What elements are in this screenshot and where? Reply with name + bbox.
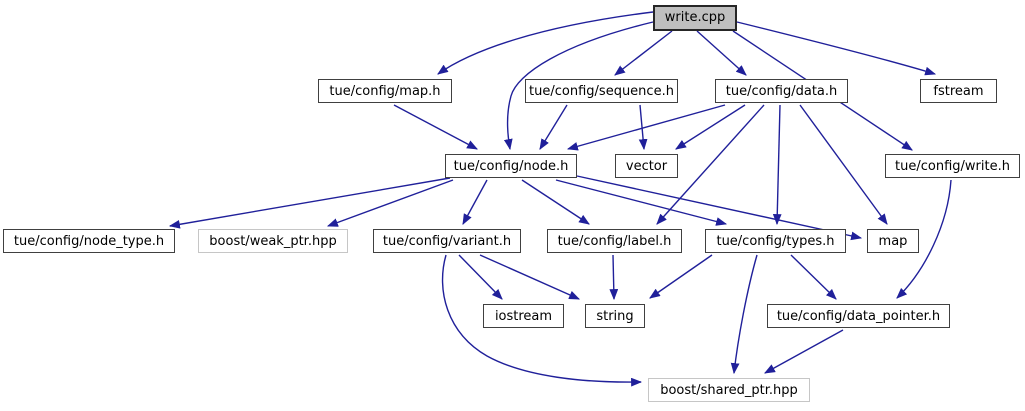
- edge-node-h-to-variant-h: [462, 179, 488, 225]
- edge-write-cpp-to-map-h: [437, 11, 654, 75]
- node-tue-config-types-h[interactable]: tue/config/types.h: [705, 229, 846, 253]
- edge-write-h-to-data-pointer-h: [896, 179, 952, 299]
- edge-write-cpp-to-node-h: [503, 21, 654, 151]
- node-vector[interactable]: vector: [615, 154, 678, 178]
- edge-write-cpp-to-data-h: [696, 30, 747, 76]
- edge-map-h-to-node-h: [393, 104, 478, 150]
- edge-types-h-to-shared-ptr-hpp: [730, 254, 758, 375]
- node-fstream[interactable]: fstream: [920, 79, 997, 103]
- node-tue-config-data-pointer-h[interactable]: tue/config/data_pointer.h: [767, 304, 950, 328]
- edge-data-h-to-node-h: [566, 104, 726, 151]
- edge-variant-h-to-shared-ptr-hpp: [441, 254, 643, 387]
- node-tue-config-node-type-h[interactable]: tue/config/node_type.h: [3, 229, 175, 253]
- edge-types-h-to-data-pointer-h: [790, 254, 837, 300]
- edge-data-h-to-label-h: [656, 104, 765, 225]
- edge-node-h-to-node-type-h: [168, 177, 451, 229]
- edge-variant-h-to-iostream: [458, 254, 503, 300]
- node-tue-config-node-h[interactable]: tue/config/node.h: [445, 154, 577, 178]
- node-map[interactable]: map: [867, 229, 919, 253]
- edge-sequence-h-to-vector: [638, 104, 648, 151]
- node-iostream[interactable]: iostream: [483, 304, 564, 328]
- node-tue-config-sequence-h[interactable]: tue/config/sequence.h: [525, 79, 678, 103]
- node-tue-config-write-h[interactable]: tue/config/write.h: [885, 154, 1020, 178]
- edge-data-h-to-map: [799, 104, 888, 225]
- node-tue-config-data-h[interactable]: tue/config/data.h: [715, 79, 848, 103]
- edge-label-h-to-string: [609, 254, 619, 301]
- edge-types-h-to-string: [649, 254, 713, 299]
- edge-variant-h-to-string: [479, 254, 581, 300]
- node-boost-shared-ptr-hpp: boost/shared_ptr.hpp: [648, 378, 810, 402]
- node-tue-config-map-h[interactable]: tue/config/map.h: [318, 79, 452, 103]
- edge-node-h-to-types-h: [555, 179, 728, 226]
- edge-data-h-to-vector: [675, 104, 746, 150]
- node-tue-config-variant-h[interactable]: tue/config/variant.h: [373, 229, 521, 253]
- edge-sequence-h-to-node-h: [539, 104, 568, 150]
- edge-data-h-to-types-h: [772, 104, 782, 226]
- edge-write-cpp-to-fstream: [736, 21, 937, 76]
- edge-write-cpp-to-sequence-h: [614, 30, 673, 76]
- edge-node-h-to-label-h: [521, 179, 590, 225]
- edge-node-h-to-map: [576, 175, 863, 241]
- edge-node-h-to-weak-ptr-hpp: [326, 179, 454, 227]
- node-boost-weak-ptr-hpp: boost/weak_ptr.hpp: [198, 229, 348, 253]
- node-string[interactable]: string: [585, 304, 645, 328]
- edge-data-pointer-h-to-shared-ptr-hpp: [764, 329, 844, 374]
- node-write-cpp[interactable]: write.cpp: [653, 5, 737, 31]
- node-tue-config-label-h[interactable]: tue/config/label.h: [547, 229, 682, 253]
